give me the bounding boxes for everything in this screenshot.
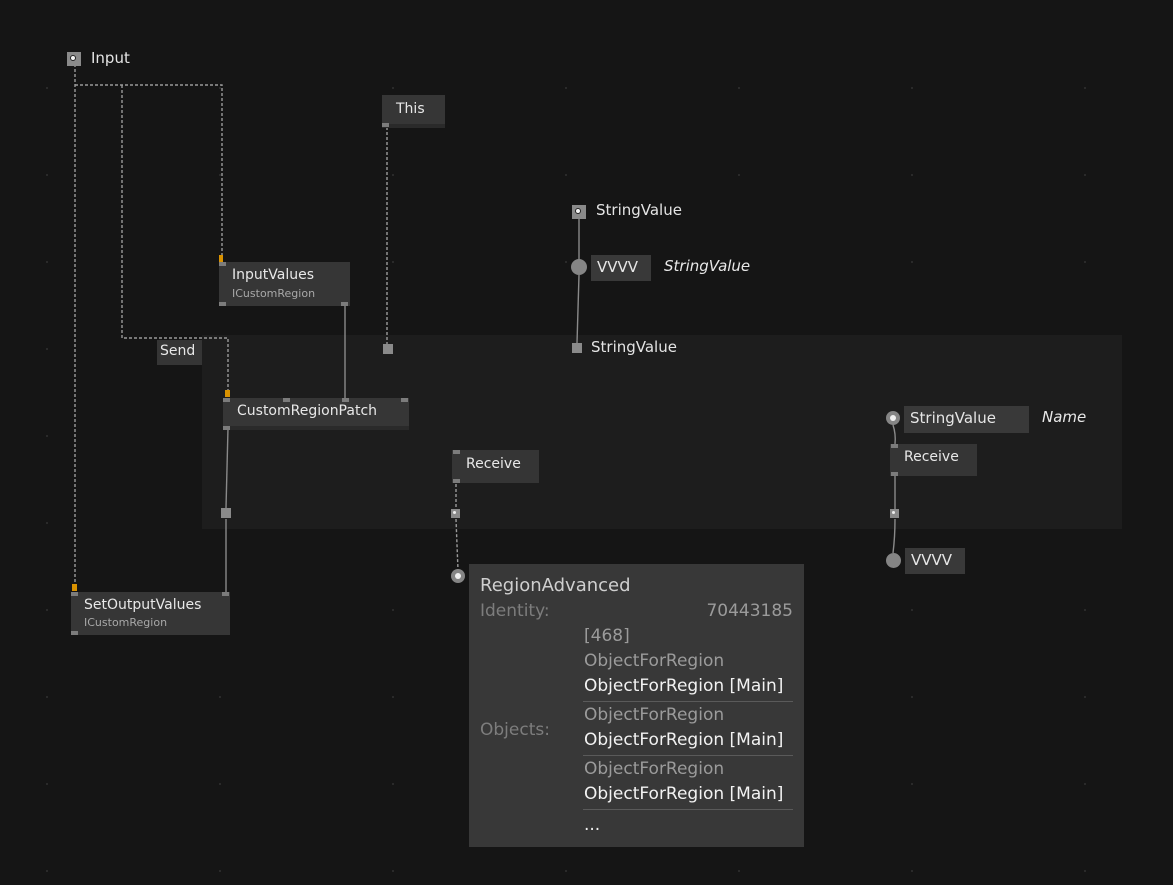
tooltip-divider (583, 755, 793, 756)
customregionpatch-output-pin[interactable] (223, 426, 230, 430)
link-input-to-send[interactable] (121, 85, 229, 390)
inputvalues-input-pin[interactable] (219, 262, 226, 266)
inputvalues-node-title: InputValues (232, 267, 314, 283)
receive-right-output-pin[interactable] (891, 472, 898, 476)
tooltip-title: RegionAdvanced (480, 575, 631, 596)
tooltip-object-value: ObjectForRegion [Main] (584, 730, 784, 750)
region-input-this[interactable] (383, 344, 393, 354)
vvvv-value-box[interactable]: VVVV (591, 255, 651, 281)
this-node-title: This (396, 101, 425, 117)
stringvalue-right-value-box[interactable]: StringValue (904, 406, 1029, 433)
receive-right-node-title: Receive (904, 449, 959, 465)
link-receive-to-tooltip[interactable] (455, 484, 459, 571)
tooltip-more: ... (584, 815, 601, 835)
vvvv-bottom-value-box[interactable]: VVVV (905, 548, 965, 574)
customregionpatch-input-pin-4[interactable] (401, 398, 408, 402)
inputvalues-accent-pin[interactable] (219, 255, 223, 262)
link-customregionpatch-to-region-out[interactable] (225, 427, 229, 509)
stringvalue-right-pin-name: Name (1042, 408, 1087, 426)
customregionpatch-input-pin-1[interactable] (223, 398, 230, 402)
region-stringvalue-label: StringValue (591, 338, 677, 356)
send-node-title: Send (160, 343, 196, 359)
inputvalues-node[interactable]: InputValues ICustomRegion (219, 255, 350, 306)
customregionpatch-input-pin-3[interactable] (342, 398, 349, 402)
vvvv-pin-icon[interactable] (571, 259, 587, 275)
tooltip-object-type: ObjectForRegion (584, 759, 725, 779)
tooltip-identity-value: 70443185 (706, 601, 793, 621)
vvvv-pin-name: StringValue (664, 257, 751, 275)
setoutputvalues-input-pin-left[interactable] (71, 592, 78, 596)
receive-left-input-pin[interactable] (453, 450, 460, 454)
receive-right-input-pin[interactable] (891, 444, 898, 448)
setoutputvalues-accent-pin[interactable] (72, 584, 77, 591)
setoutputvalues-node-subtitle: ICustomRegion (84, 616, 168, 629)
this-node[interactable]: This (382, 95, 445, 128)
input-pad-icon[interactable] (67, 52, 81, 66)
receive-left-output-pin[interactable] (453, 479, 460, 483)
stringvalue-pad-icon[interactable] (572, 205, 586, 219)
tooltip-divider (583, 701, 793, 702)
link-out-to-vvvv-bottom[interactable] (892, 518, 896, 554)
tooltip-object-value: ObjectForRegion [Main] (584, 784, 784, 804)
value-tooltip: RegionAdvanced Identity: 70443185 [468] … (469, 564, 804, 847)
link-stringvalue-right-to-receive[interactable] (892, 424, 896, 445)
inputvalues-output-pin-left[interactable] (219, 302, 226, 306)
region-output-left[interactable] (221, 508, 231, 518)
tooltip-object-type: ObjectForRegion (584, 705, 725, 725)
setoutputvalues-output-pin[interactable] (71, 631, 78, 635)
this-node-output-pin[interactable] (382, 123, 389, 127)
customregionpatch-node-title: CustomRegionPatch (237, 403, 378, 419)
stringvalue-right-pin-icon[interactable] (886, 411, 900, 425)
tooltip-object-type: ObjectForRegion (584, 651, 725, 671)
tooltip-objects-label: Objects: (480, 720, 550, 740)
customregionpatch-node[interactable]: CustomRegionPatch (223, 390, 409, 430)
region-output-receive-left[interactable] (451, 509, 460, 518)
link-input-to-inputvalues[interactable] (75, 84, 223, 255)
region-output-receive-right[interactable] (890, 509, 899, 518)
tooltip-identity-label: Identity: (480, 601, 550, 621)
send-node[interactable]: Send (157, 340, 202, 365)
receive-right-node[interactable]: Receive (890, 444, 977, 476)
tooltip-count: [468] (584, 626, 630, 646)
tooltip-divider (583, 809, 793, 810)
customregionpatch-input-pin-2[interactable] (283, 398, 290, 402)
input-pad-label: Input (91, 49, 130, 67)
receive-left-node[interactable]: Receive (452, 450, 539, 483)
setoutputvalues-node-title: SetOutputValues (84, 597, 202, 613)
tooltip-pin-icon[interactable] (451, 569, 465, 583)
inputvalues-node-subtitle: ICustomRegion (232, 287, 316, 300)
region-input-stringvalue[interactable] (572, 343, 582, 353)
inputvalues-output-pin-right[interactable] (341, 302, 348, 306)
customregionpatch-accent-pin[interactable] (225, 390, 230, 397)
vvvv-bottom-pin-icon[interactable] (886, 553, 901, 568)
receive-left-node-title: Receive (466, 456, 521, 472)
setoutputvalues-node[interactable]: SetOutputValues ICustomRegion (71, 584, 230, 635)
tooltip-object-value: ObjectForRegion [Main] (584, 676, 784, 696)
link-vvvv-to-stringvalue[interactable] (576, 274, 580, 344)
stringvalue-pad-label: StringValue (596, 201, 682, 219)
setoutputvalues-input-pin-right[interactable] (222, 592, 229, 596)
